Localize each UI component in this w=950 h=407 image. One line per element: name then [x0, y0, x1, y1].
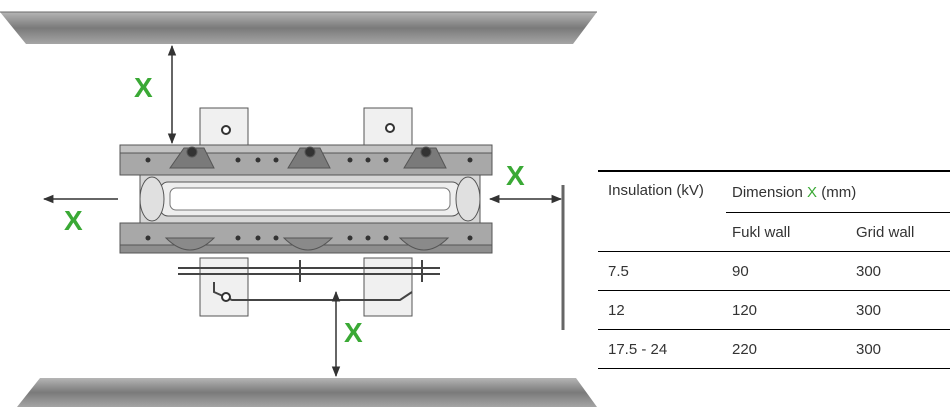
subheader-grid-wall: Grid wall	[850, 212, 950, 252]
top-wall	[0, 11, 597, 44]
cell-grid-wall: 300	[850, 290, 950, 330]
bottom-busbar	[178, 260, 440, 301]
clearance-diagram: X X X X	[0, 11, 597, 407]
cell-insulation: 7.5	[598, 251, 726, 291]
cell-fukl-wall: 120	[726, 290, 850, 330]
switchgear-unit	[119, 107, 493, 317]
subheader-fukl-wall: Fukl wall	[726, 212, 850, 252]
x-label-left: X	[64, 205, 83, 236]
bottom-wall	[17, 378, 597, 407]
table-header-row: Insulation (kV) Dimension X (mm)	[598, 170, 950, 252]
table-subheader-row: Fukl wall Grid wall	[598, 212, 950, 252]
x-label-right: X	[506, 160, 525, 191]
top-connectors	[169, 146, 447, 169]
lower-bracket-right	[363, 257, 413, 317]
dimension-header: Dimension X (mm)	[726, 170, 950, 213]
cell-insulation: 17.5 - 24	[598, 329, 726, 369]
cell-fukl-wall: 90	[726, 251, 850, 291]
lower-bracket-left	[199, 257, 249, 317]
table-row: 7.5 90 300	[598, 251, 950, 291]
bottom-connectors	[164, 237, 450, 251]
dimension-header-var: X	[807, 183, 818, 201]
dimension-arrows	[42, 44, 563, 378]
x-label-bottom: X	[344, 317, 363, 348]
insulation-header-text: Insulation (kV)	[608, 182, 704, 199]
clearance-table: Insulation (kV) Dimension X (mm) Fukl wa…	[598, 170, 950, 369]
x-label-top: X	[134, 72, 153, 103]
table-row: 17.5 - 24 220 300	[598, 329, 950, 369]
cell-fukl-wall: 220	[726, 329, 850, 369]
cell-grid-wall: 300	[850, 251, 950, 291]
dimension-header-prefix: Dimension	[732, 183, 808, 201]
insulation-header: Insulation (kV)	[598, 170, 726, 252]
cell-grid-wall: 300	[850, 329, 950, 369]
rivets	[145, 157, 473, 241]
cell-insulation: 12	[598, 290, 726, 330]
table-row: 12 120 300	[598, 290, 950, 330]
dimension-header-suffix: (mm)	[817, 183, 857, 201]
